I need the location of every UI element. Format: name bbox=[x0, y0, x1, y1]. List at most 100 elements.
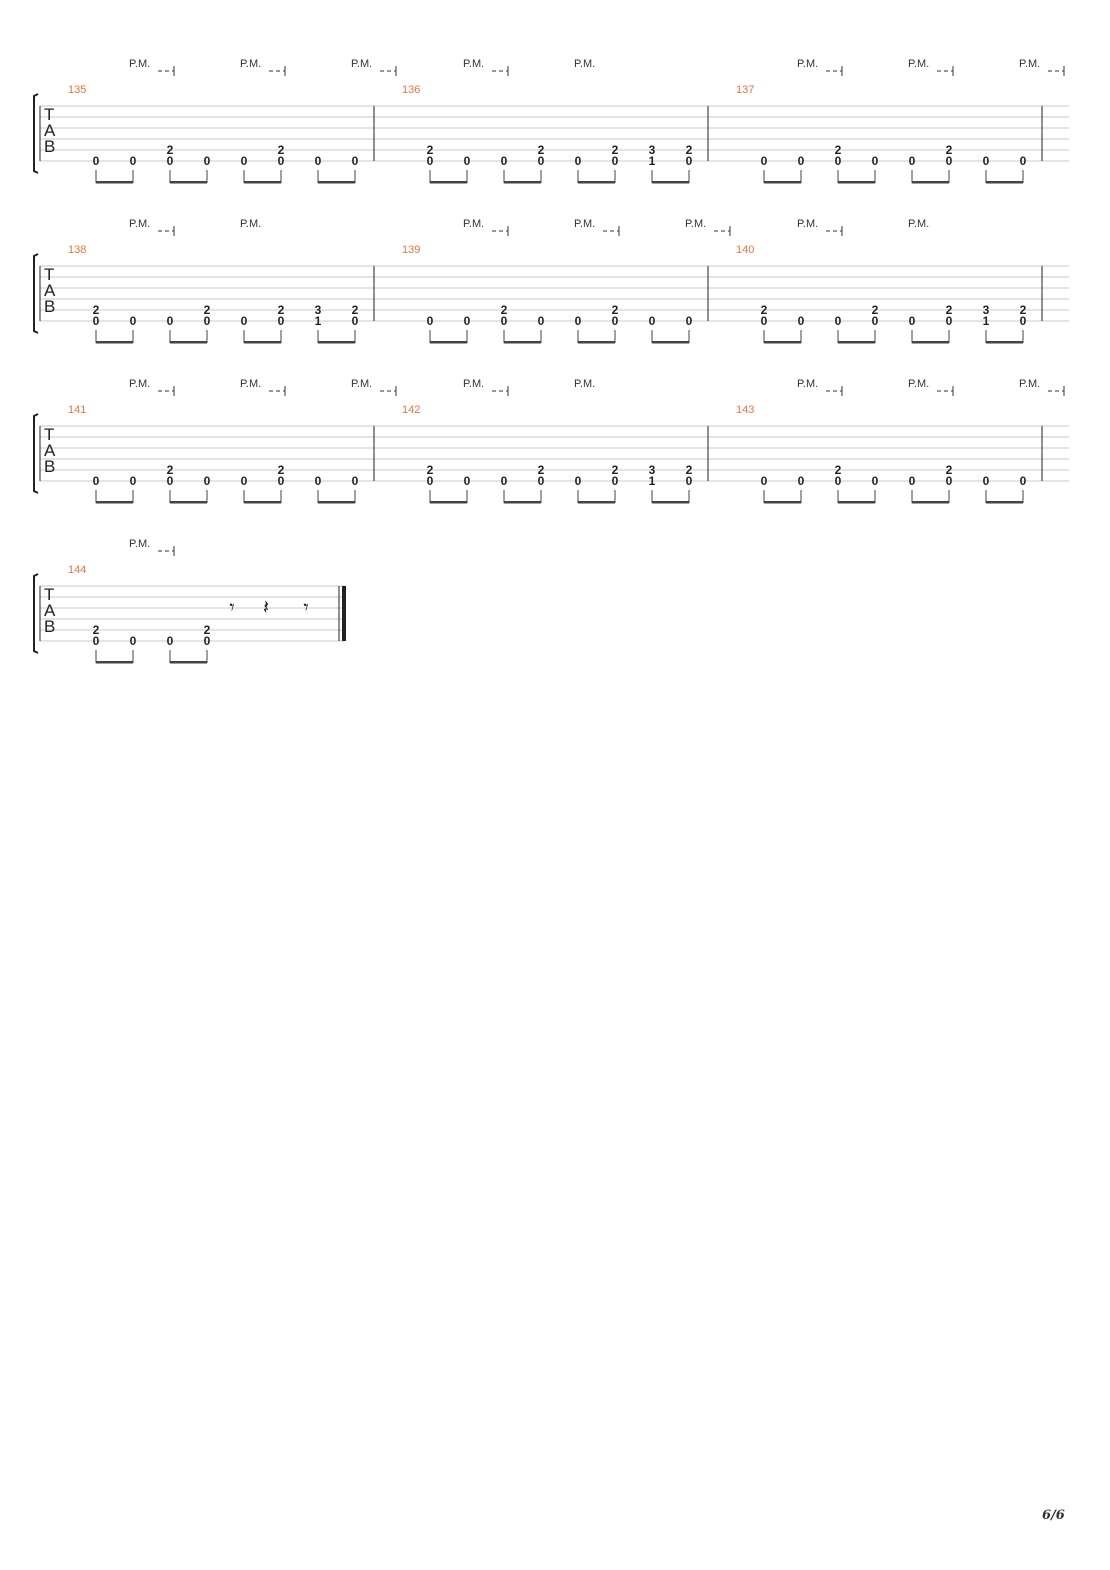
palm-mute-label: P.M. bbox=[351, 58, 372, 70]
fret-number: 2 bbox=[278, 463, 285, 477]
fret-number: 2 bbox=[872, 303, 879, 317]
fret-number: 0 bbox=[315, 154, 322, 168]
fret-number: 0 bbox=[501, 154, 508, 168]
tab-clef-letter: B bbox=[44, 297, 55, 316]
fret-number: 0 bbox=[872, 154, 879, 168]
fret-number: 2 bbox=[946, 463, 953, 477]
measure-number: 135 bbox=[68, 84, 86, 96]
fret-number: 0 bbox=[427, 154, 434, 168]
fret-number: 0 bbox=[909, 314, 916, 328]
eighth-rest: 𝄾 bbox=[229, 595, 234, 619]
fret-number: 0 bbox=[93, 474, 100, 488]
note-beam bbox=[578, 501, 615, 504]
measure-number: 141 bbox=[68, 404, 86, 416]
fret-number: 0 bbox=[538, 314, 545, 328]
palm-mute-label: P.M. bbox=[240, 378, 261, 390]
fret-number: 0 bbox=[538, 154, 545, 168]
note-beam bbox=[170, 661, 207, 664]
fret-number: 0 bbox=[538, 474, 545, 488]
palm-mute-label: P.M. bbox=[1019, 378, 1040, 390]
palm-mute-label: P.M. bbox=[129, 58, 150, 70]
fret-number: 0 bbox=[501, 314, 508, 328]
fret-number: 2 bbox=[946, 143, 953, 157]
system-bracket bbox=[33, 253, 39, 334]
fret-number: 2 bbox=[278, 143, 285, 157]
palm-mute-label: P.M. bbox=[797, 58, 818, 70]
palm-mute-label: P.M. bbox=[797, 218, 818, 230]
fret-number: 0 bbox=[130, 314, 137, 328]
fret-number: 0 bbox=[167, 314, 174, 328]
fret-number: 2 bbox=[686, 463, 693, 477]
tab-clef-letter: B bbox=[44, 137, 55, 156]
measure-number: 144 bbox=[68, 564, 86, 576]
palm-mute-label: P.M. bbox=[463, 218, 484, 230]
fret-number: 0 bbox=[798, 154, 805, 168]
palm-mute-label: P.M. bbox=[574, 218, 595, 230]
note-beam bbox=[504, 181, 541, 184]
eighth-rest: 𝄾 bbox=[303, 595, 308, 619]
fret-number: 0 bbox=[241, 154, 248, 168]
fret-number: 0 bbox=[204, 474, 211, 488]
fret-number: 0 bbox=[204, 154, 211, 168]
fret-number: 2 bbox=[93, 623, 100, 637]
fret-number: 1 bbox=[315, 314, 322, 328]
note-beam bbox=[244, 181, 281, 184]
fret-number: 2 bbox=[612, 463, 619, 477]
fret-number: 0 bbox=[872, 474, 879, 488]
fret-number: 0 bbox=[278, 314, 285, 328]
palm-mute-label: P.M. bbox=[240, 58, 261, 70]
note-beam bbox=[986, 501, 1023, 504]
fret-number: 0 bbox=[204, 634, 211, 648]
fret-number: 3 bbox=[649, 143, 656, 157]
note-beam bbox=[652, 341, 689, 344]
note-beam bbox=[838, 501, 875, 504]
note-beam bbox=[504, 501, 541, 504]
tab-clef-letter: A bbox=[44, 441, 56, 460]
note-beam bbox=[170, 501, 207, 504]
note-beam bbox=[96, 501, 133, 504]
fret-number: 1 bbox=[649, 154, 656, 168]
note-beam bbox=[96, 661, 133, 664]
fret-number: 0 bbox=[427, 474, 434, 488]
tab-clef-letter: T bbox=[44, 265, 54, 284]
tab-clef-letter: A bbox=[44, 601, 56, 620]
tab-clef-letter: A bbox=[44, 121, 56, 140]
note-beam bbox=[986, 341, 1023, 344]
fret-number: 3 bbox=[649, 463, 656, 477]
fret-number: 2 bbox=[167, 143, 174, 157]
note-beam bbox=[986, 181, 1023, 184]
fret-number: 2 bbox=[93, 303, 100, 317]
fret-number: 0 bbox=[93, 634, 100, 648]
fret-number: 0 bbox=[464, 314, 471, 328]
fret-number: 0 bbox=[1020, 314, 1027, 328]
fret-number: 0 bbox=[761, 474, 768, 488]
fret-number: 0 bbox=[946, 474, 953, 488]
fret-number: 0 bbox=[464, 474, 471, 488]
palm-mute-label: P.M. bbox=[1019, 58, 1040, 70]
fret-number: 2 bbox=[612, 143, 619, 157]
note-beam bbox=[96, 341, 133, 344]
fret-number: 0 bbox=[835, 154, 842, 168]
fret-number: 0 bbox=[204, 314, 211, 328]
fret-number: 0 bbox=[612, 314, 619, 328]
note-beam bbox=[912, 341, 949, 344]
fret-number: 0 bbox=[167, 154, 174, 168]
fret-number: 2 bbox=[427, 463, 434, 477]
fret-number: 0 bbox=[909, 154, 916, 168]
fret-number: 2 bbox=[686, 143, 693, 157]
palm-mute-label: P.M. bbox=[129, 538, 150, 550]
fret-number: 2 bbox=[352, 303, 359, 317]
measure-number: 139 bbox=[402, 244, 420, 256]
fret-number: 0 bbox=[427, 314, 434, 328]
fret-number: 2 bbox=[501, 303, 508, 317]
fret-number: 0 bbox=[575, 154, 582, 168]
note-beam bbox=[430, 501, 467, 504]
fret-number: 0 bbox=[241, 474, 248, 488]
fret-number: 0 bbox=[612, 154, 619, 168]
quarter-rest: 𝄽 bbox=[263, 595, 269, 619]
palm-mute-label: P.M. bbox=[129, 218, 150, 230]
note-beam bbox=[652, 501, 689, 504]
fret-number: 0 bbox=[612, 474, 619, 488]
palm-mute-label: P.M. bbox=[908, 218, 929, 230]
